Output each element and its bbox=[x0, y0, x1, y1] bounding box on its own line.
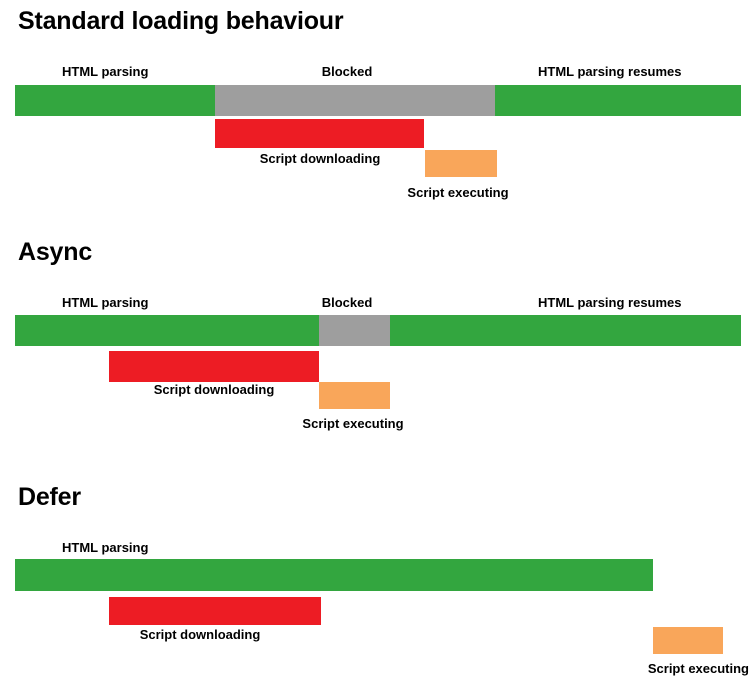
section-title-standard: Standard loading behaviour bbox=[18, 7, 344, 35]
section-title-defer: Defer bbox=[18, 483, 81, 511]
label-html-parsing-standard: HTML parsing bbox=[62, 64, 149, 79]
bar-html-parsing-defer bbox=[15, 559, 653, 591]
bar-script-downloading-defer bbox=[109, 597, 321, 625]
bar-html-parsing-async bbox=[15, 315, 319, 346]
label-html-parsing-resumes-standard: HTML parsing resumes bbox=[538, 64, 682, 79]
bar-html-parsing-resumes-async bbox=[390, 315, 741, 346]
bar-blocked-standard bbox=[215, 85, 495, 116]
bar-script-downloading-async bbox=[109, 351, 319, 382]
label-script-downloading-standard: Script downloading bbox=[259, 151, 381, 166]
label-script-executing-defer: Script executing bbox=[647, 661, 749, 676]
bar-blocked-async bbox=[319, 315, 390, 346]
label-html-parsing-resumes-async: HTML parsing resumes bbox=[538, 295, 682, 310]
label-script-downloading-async: Script downloading bbox=[153, 382, 275, 397]
bar-html-parsing-resumes-standard bbox=[495, 85, 741, 116]
label-blocked-standard: Blocked bbox=[321, 64, 373, 79]
label-html-parsing-async: HTML parsing bbox=[62, 295, 149, 310]
bar-script-executing-standard bbox=[425, 150, 497, 177]
label-script-downloading-defer: Script downloading bbox=[139, 627, 261, 642]
label-blocked-async: Blocked bbox=[321, 295, 373, 310]
bar-script-executing-async bbox=[319, 382, 390, 409]
label-html-parsing-defer: HTML parsing bbox=[62, 540, 149, 555]
bar-script-downloading-standard bbox=[215, 119, 424, 148]
label-script-executing-async: Script executing bbox=[302, 416, 404, 431]
section-title-async: Async bbox=[18, 238, 93, 266]
bar-html-parsing-standard bbox=[15, 85, 215, 116]
bar-script-executing-defer bbox=[653, 627, 723, 654]
label-script-executing-standard: Script executing bbox=[407, 185, 509, 200]
